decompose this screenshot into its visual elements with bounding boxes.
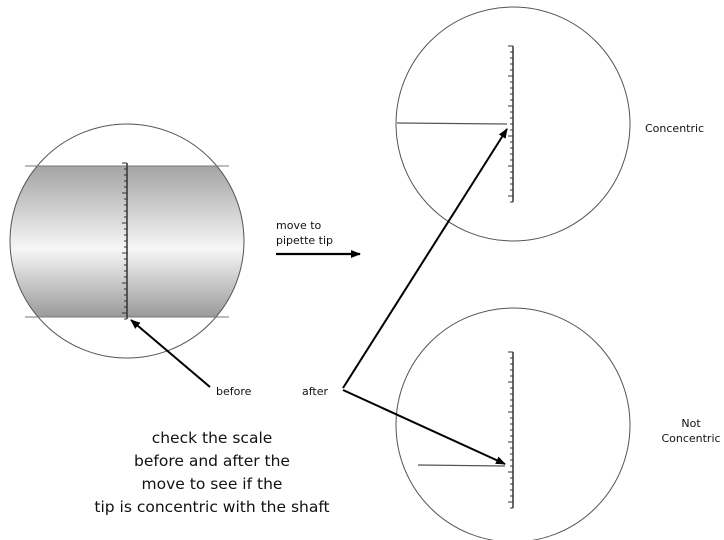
after-label: after: [302, 385, 329, 398]
caption-line-4: tip is concentric with the shaft: [94, 498, 329, 516]
after-arrow-concentric: [342, 128, 508, 389]
view-circle-concentric: [395, 6, 631, 242]
move-label-line2: pipette tip: [276, 234, 333, 247]
not-concentric-label-line2: Concentric: [661, 432, 720, 445]
before-arrow: [130, 319, 211, 388]
caption-line-1: check the scale: [152, 429, 273, 447]
caption-line-3: move to see if the: [142, 475, 283, 493]
concentric-view: [395, 6, 631, 242]
caption-line-2: before and after the: [134, 452, 290, 470]
view-circle-before: [9, 123, 245, 359]
scale-reticle-before: [122, 162, 128, 320]
before-view: [9, 123, 245, 359]
not-concentric-view: [395, 307, 631, 540]
caption: check the scale before and after the mov…: [94, 429, 329, 516]
not-concentric-label-line1: Not: [681, 417, 701, 430]
pipette-shaft: [10, 166, 244, 317]
after-arrow-not-concentric: [342, 389, 506, 465]
move-label-line1: move to: [276, 219, 322, 232]
scale-reticle-concentric: [508, 45, 514, 203]
tip-edge-not-concentric: [417, 464, 506, 467]
tip-edge-concentric: [396, 122, 508, 125]
view-circle-not-concentric: [395, 307, 631, 540]
concentric-label: Concentric: [645, 122, 704, 135]
before-label: before: [216, 385, 252, 398]
scale-reticle-not-concentric: [508, 351, 514, 509]
